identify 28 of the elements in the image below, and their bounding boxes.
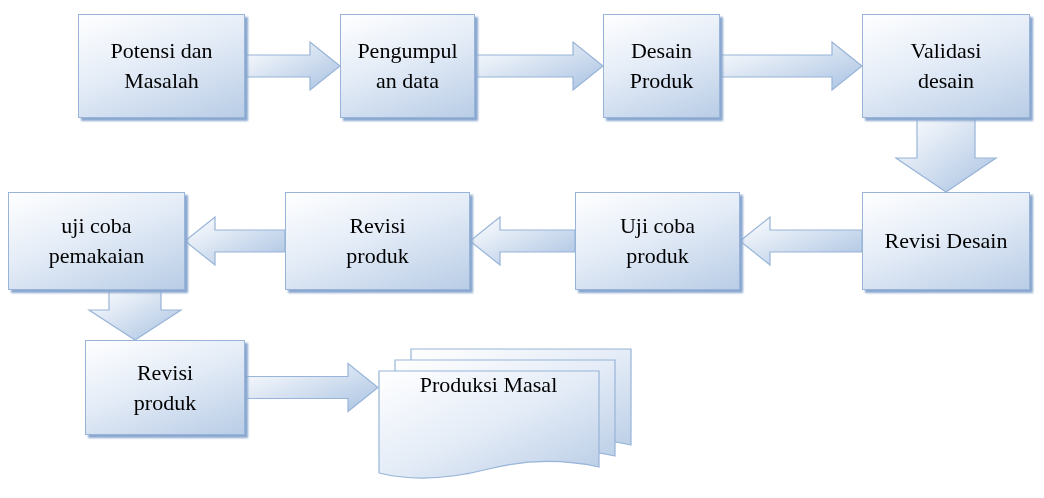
step-label: Pengumpul an data bbox=[356, 37, 459, 95]
step-label: Uji coba produk bbox=[618, 212, 697, 270]
step-label: Revisi produk bbox=[345, 212, 410, 270]
process-box bbox=[85, 340, 245, 435]
step-label: uji coba pemakaian bbox=[47, 212, 146, 270]
block-arrow bbox=[739, 215, 863, 267]
block-arrow bbox=[474, 40, 604, 92]
block-arrow bbox=[894, 117, 998, 193]
process-box bbox=[340, 14, 475, 118]
process-box bbox=[862, 192, 1030, 290]
process-box bbox=[862, 14, 1030, 118]
block-arrow bbox=[87, 289, 183, 341]
block-arrow bbox=[244, 40, 341, 92]
process-box bbox=[8, 192, 185, 290]
block-arrow bbox=[469, 215, 576, 267]
block-arrow bbox=[244, 362, 379, 413]
process-box bbox=[603, 14, 720, 118]
step-label: Potensi dan Masalah bbox=[109, 37, 214, 95]
block-arrow bbox=[184, 215, 286, 267]
step-label: Desain Produk bbox=[628, 37, 695, 95]
process-box bbox=[285, 192, 470, 290]
block-arrow bbox=[719, 40, 863, 92]
step-label: Produksi Masal bbox=[418, 371, 559, 399]
process-box bbox=[575, 192, 740, 290]
step-label: Revisi Desain bbox=[883, 227, 1009, 256]
step-label: Validasi desain bbox=[909, 37, 983, 95]
process-box bbox=[78, 14, 245, 118]
step-label: Revisi produk bbox=[132, 358, 198, 417]
